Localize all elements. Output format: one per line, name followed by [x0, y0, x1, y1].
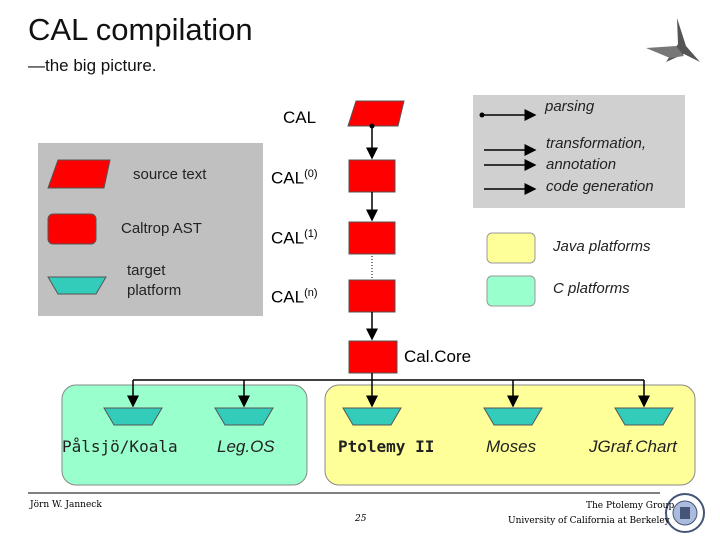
cal0-label-base: CAL [271, 168, 305, 188]
slide-title: CAL compilation [28, 12, 253, 47]
legend-target-platform-shape [47, 276, 107, 295]
cal0-label: CAL(0) [271, 168, 318, 189]
caln-shape [348, 279, 396, 313]
calcore-shape [348, 340, 398, 374]
java-platforms-group [324, 384, 696, 486]
ptolemy-platform-shape [342, 407, 402, 426]
c-platforms-group [61, 384, 308, 486]
footer-group: The Ptolemy Group [586, 501, 675, 511]
legend-caltrop-ast-shape [47, 213, 97, 245]
legos-platform-shape [214, 407, 274, 426]
cal0-shape [348, 159, 396, 193]
footer-page-number: 25 [355, 514, 367, 524]
legend-c-platforms-shape [486, 275, 536, 307]
palsjo-label: Pålsjö/Koala [62, 437, 178, 456]
uc-berkeley-seal [665, 493, 705, 533]
legend-caltrop-ast-label: Caltrop AST [121, 220, 202, 237]
palsjo-platform-shape [103, 407, 163, 426]
legos-label: Leg.OS [217, 437, 275, 456]
legend-source-text-label: source text [133, 166, 207, 183]
legend-source-text-shape [47, 159, 111, 189]
caln-label-sup: (n) [304, 287, 318, 299]
jgraf-platform-shape [614, 407, 674, 426]
legend-target-label-line2: platform [127, 282, 182, 299]
cal1-label-sup: (1) [304, 228, 318, 240]
legend-java-platforms-shape [486, 232, 536, 264]
legend-parsing-label: parsing [545, 98, 595, 115]
cal0-label-sup: (0) [304, 168, 318, 180]
legend-annotation-label: annotation [546, 156, 617, 173]
footer-university: University of California at Berkeley [508, 516, 670, 526]
cal1-label: CAL(1) [271, 228, 318, 249]
legend-parsing-arrow-dot [479, 112, 485, 118]
cal-source-shape [347, 100, 405, 127]
legend-codegen-label: code generation [546, 178, 654, 195]
cal1-shape [348, 221, 396, 255]
jgraf-label: JGraf.Chart [589, 437, 677, 456]
cal1-label-base: CAL [271, 228, 305, 248]
legend-java-platforms-label: Java platforms [553, 238, 651, 255]
slide-subtitle: —the big picture. [28, 56, 157, 75]
ptolemy-logo [646, 18, 700, 62]
caln-label: CAL(n) [271, 287, 318, 308]
cal-label: CAL [283, 108, 317, 127]
moses-platform-shape [483, 407, 543, 426]
footer-author: Jörn W. Janneck [30, 500, 102, 510]
moses-label: Moses [486, 437, 537, 456]
legend-transformation-label: transformation, [546, 135, 647, 152]
ptolemy-label: Ptolemy II [338, 437, 435, 456]
calcore-label: Cal.Core [404, 347, 472, 366]
caln-label-base: CAL [271, 287, 305, 307]
legend-c-platforms-label: C platforms [553, 280, 630, 297]
legend-target-label-line1: target [127, 262, 166, 279]
